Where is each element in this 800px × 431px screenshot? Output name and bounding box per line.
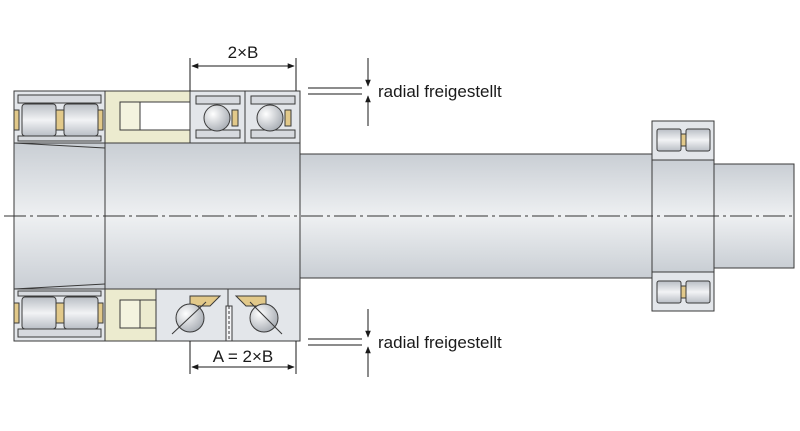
roller (63, 103, 99, 137)
roller (656, 280, 682, 304)
right-roller-bearing-top (651, 120, 715, 161)
left-roller-bearing-top (13, 90, 106, 144)
radial-label-top: radial freigestellt (378, 82, 502, 101)
dimension-label-bottom: A = 2×B (213, 347, 274, 366)
ball (249, 303, 279, 333)
right-roller-bearing-bottom (651, 271, 715, 312)
roller (685, 280, 711, 304)
ball-bearing-pair-top (189, 90, 301, 144)
spacer-top (104, 90, 191, 144)
dimension-2xB-top (189, 58, 297, 91)
roller (21, 103, 57, 137)
spacer-bottom (104, 288, 157, 342)
ball (256, 104, 284, 132)
roller (656, 128, 682, 152)
dimension-A-bottom (189, 341, 297, 374)
left-roller-bearing-bottom (13, 288, 106, 342)
radial-label-bottom: radial freigestellt (378, 333, 502, 352)
radial-clearance-marker-bottom (308, 309, 371, 377)
roller (63, 296, 99, 330)
radial-clearance-marker-top (308, 58, 371, 126)
ball (203, 104, 231, 132)
roller (21, 296, 57, 330)
ball-bearing-pair-bottom (155, 288, 301, 342)
roller (685, 128, 711, 152)
dimension-label-top: 2×B (228, 43, 259, 62)
